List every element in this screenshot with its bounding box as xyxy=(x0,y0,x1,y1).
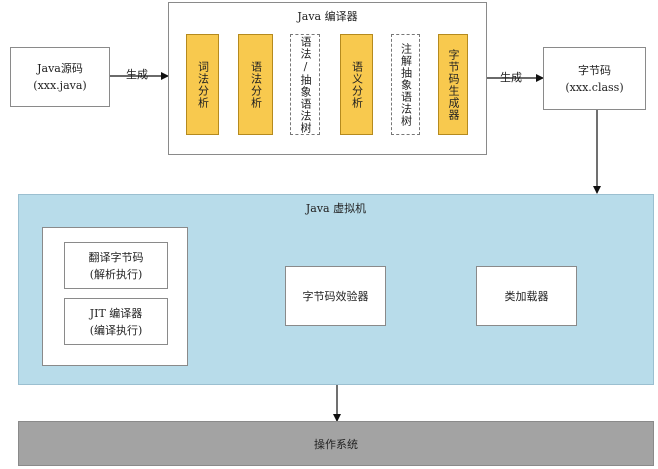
interpreter-mode: (解析执行) xyxy=(89,267,143,281)
java-source-filename: (xxx.java) xyxy=(33,79,87,92)
java-source-label: Java源码 xyxy=(37,62,83,75)
generate-label-right: 生成 xyxy=(500,71,522,84)
jit-compiler-box: JIT 编译器 (编译执行) xyxy=(64,298,168,345)
operating-system-bar: 操作系统 xyxy=(18,421,654,466)
compiler-stage-syntax-tree-label: 语法/抽象语法树 xyxy=(299,35,312,134)
class-loader-box: 类加载器 xyxy=(476,266,577,326)
compiler-stage-syntax: 语法分析 xyxy=(238,34,273,135)
compiler-stage-semantic: 语义分析 xyxy=(340,34,373,135)
compiler-stage-syntax-label: 语法分析 xyxy=(249,60,263,109)
bytecode-verifier-label: 字节码效验器 xyxy=(302,290,369,303)
compiler-title: Java 编译器 xyxy=(297,10,358,23)
bytecode-box: 字节码 (xxx.class) xyxy=(543,47,646,110)
compiler-stage-annotated-tree-label: 注解抽象语法树 xyxy=(399,42,413,127)
bytecode-label: 字节码 xyxy=(578,63,611,77)
jit-compiler-mode: (编译执行) xyxy=(89,323,143,337)
compiler-stage-syntax-tree: 语法/抽象语法树 xyxy=(290,34,320,135)
jit-compiler-label: JIT 编译器 xyxy=(89,306,143,320)
compiler-stage-bytecode-gen-label: 字节码生成器 xyxy=(447,48,460,121)
bytecode-filename: (xxx.class) xyxy=(565,80,624,94)
compiler-stage-annotated-tree: 注解抽象语法树 xyxy=(391,34,420,135)
bytecode-verifier-box: 字节码效验器 xyxy=(285,266,386,326)
java-source-box: Java源码 (xxx.java) xyxy=(10,47,110,107)
compiler-stage-semantic-label: 语义分析 xyxy=(350,60,364,109)
generate-label-left: 生成 xyxy=(126,68,148,81)
compiler-stage-bytecode-gen: 字节码生成器 xyxy=(438,34,468,135)
class-loader-label: 类加载器 xyxy=(504,290,549,303)
compiler-stage-lexical: 词法分析 xyxy=(186,34,219,135)
jvm-title: Java 虚拟机 xyxy=(305,202,367,215)
interpreter-label: 翻译字节码 xyxy=(88,250,144,264)
compiler-stage-lexical-label: 词法分析 xyxy=(196,60,210,109)
operating-system-label: 操作系统 xyxy=(314,437,358,451)
interpreter-box: 翻译字节码 (解析执行) xyxy=(64,242,168,289)
java-compiler-box: Java 编译器 xyxy=(168,2,487,155)
